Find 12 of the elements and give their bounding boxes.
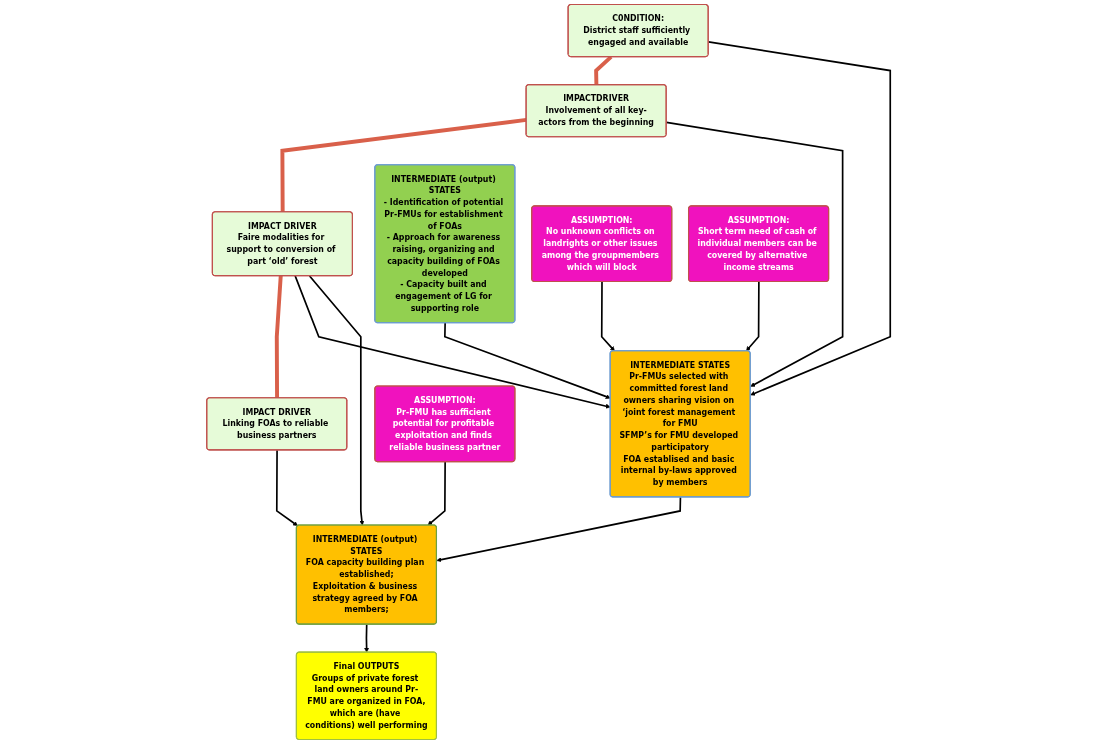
arrow: [427, 461, 446, 526]
arrow: [364, 623, 370, 653]
arrow: [600, 280, 615, 352]
arrow: [294, 275, 611, 409]
arrow: [436, 496, 682, 563]
connector: [274, 275, 283, 399]
connector: [280, 117, 527, 213]
connector: [594, 55, 613, 85]
arrow: [746, 280, 760, 352]
arrow: [308, 275, 365, 526]
arrow: [444, 322, 611, 399]
arrow: [275, 449, 298, 527]
